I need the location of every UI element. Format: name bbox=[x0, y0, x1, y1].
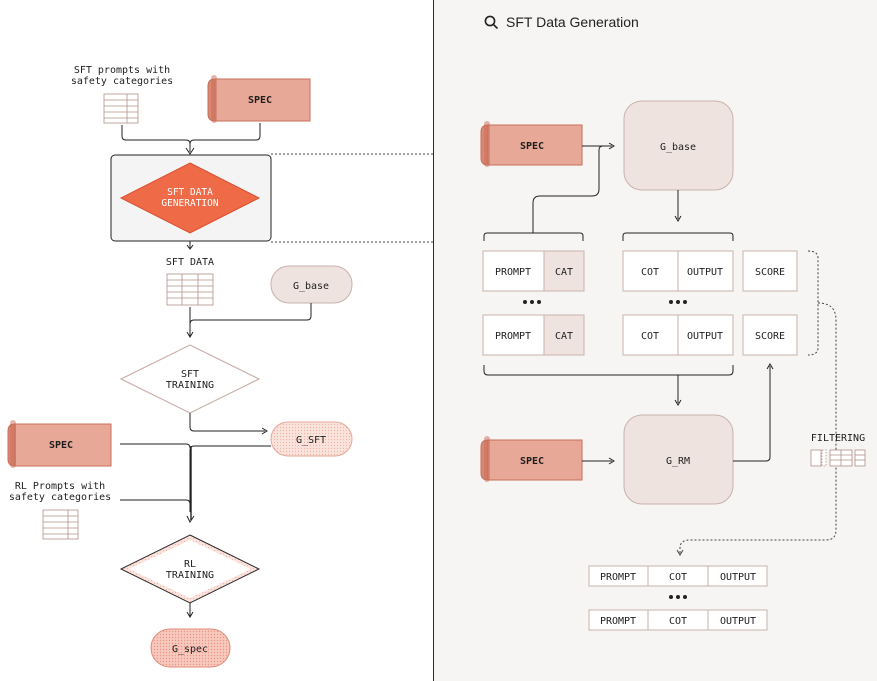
cot-cell-1: COT bbox=[641, 267, 659, 278]
cat-cell-1: CAT bbox=[555, 267, 573, 278]
final-cot-2: COT bbox=[669, 616, 687, 627]
g-rm-node bbox=[623, 414, 734, 505]
rl-training-diamond-inner bbox=[129, 540, 251, 598]
arrowhead-to-gen bbox=[185, 147, 195, 155]
final-prompt-2: PROMPT bbox=[600, 616, 636, 627]
g-sft-node bbox=[270, 421, 353, 457]
ellipsis-left bbox=[523, 300, 541, 304]
output-cell-1: OUTPUT bbox=[687, 267, 723, 278]
final-row-1 bbox=[588, 565, 768, 587]
score-cell-1: SCORE bbox=[755, 267, 785, 278]
sft-training-label-line2: TRAINING bbox=[166, 380, 214, 391]
bracket-prompt-cat-top bbox=[483, 232, 584, 241]
g-rm-label: G_RM bbox=[666, 456, 690, 467]
sft-prompts-label: SFT prompts with bbox=[74, 65, 170, 76]
arrowhead-to-sft-training bbox=[186, 331, 194, 338]
connector-gsft-to-rl bbox=[189, 445, 271, 512]
score-dotted-bracket bbox=[807, 250, 819, 356]
score-cell-2: SCORE bbox=[755, 331, 785, 342]
spec-label-top-right: SPEC bbox=[520, 141, 544, 152]
arrowhead-to-gsft bbox=[261, 427, 268, 435]
search-icon bbox=[484, 15, 498, 29]
filtering-label: FILTERING bbox=[811, 433, 865, 444]
output-cell-2: OUTPUT bbox=[687, 331, 723, 342]
arrowhead-to-grm bbox=[674, 399, 682, 406]
arrowhead-spec-to-grm bbox=[608, 457, 615, 465]
spec-scroll-mid-left bbox=[7, 420, 112, 468]
prompt-cat-row-1 bbox=[482, 250, 585, 292]
arrowhead-to-data bbox=[186, 244, 194, 250]
sft-data-table-icon bbox=[166, 273, 214, 306]
connector-gbase-to-training bbox=[189, 303, 312, 325]
g-base-right-label: G_base bbox=[660, 142, 696, 153]
connector-spec-to-gen bbox=[189, 123, 261, 145]
panel-divider bbox=[433, 0, 434, 681]
rl-training-label: RL bbox=[184, 559, 196, 570]
cat-cell-2: CAT bbox=[555, 331, 573, 342]
prompt-cat-row-2 bbox=[482, 314, 585, 356]
panel-header: SFT Data Generation bbox=[484, 14, 639, 30]
connector-prompts-to-gbase-right bbox=[532, 145, 610, 233]
cot-cell-2: COT bbox=[641, 331, 659, 342]
arrowhead-to-gspec bbox=[186, 611, 194, 618]
cot-output-row-2 bbox=[622, 314, 734, 356]
sft-prompts-label-line2: safety categories bbox=[71, 76, 173, 87]
score-cell-1-box bbox=[742, 250, 798, 292]
g-spec-node bbox=[150, 628, 231, 668]
rl-prompts-table-icon bbox=[42, 509, 79, 540]
spec-label-mid-left: SPEC bbox=[49, 440, 73, 451]
ellipsis-final bbox=[669, 595, 687, 599]
spec-scroll-bottom-right bbox=[480, 436, 583, 482]
score-cell-2-box bbox=[742, 314, 798, 356]
arrowhead-to-gbase-right bbox=[608, 142, 615, 150]
cot-output-row-1 bbox=[622, 250, 734, 292]
connector-rlprompts-to-rl bbox=[120, 499, 191, 505]
sft-gen-diamond bbox=[119, 162, 261, 234]
sft-prompts-table-icon bbox=[103, 93, 139, 124]
final-prompt-1: PROMPT bbox=[600, 572, 636, 583]
connector-prompts-to-gen bbox=[121, 125, 191, 152]
sft-gen-label-line2: GENERATION bbox=[161, 198, 218, 209]
final-cot-1: COT bbox=[669, 572, 687, 583]
spec-scroll-top-right bbox=[480, 121, 583, 167]
g-base-left-label: G_base bbox=[293, 281, 329, 292]
spec-label-top-left: SPEC bbox=[248, 95, 272, 106]
final-output-2: OUTPUT bbox=[720, 616, 756, 627]
g-sft-label: G_SFT bbox=[296, 435, 326, 446]
bracket-bottom bbox=[483, 365, 734, 376]
prompt-cell-2: PROMPT bbox=[495, 331, 531, 342]
filtering-icon bbox=[810, 449, 866, 467]
connector-spec-to-rl bbox=[120, 443, 191, 449]
rl-prompts-label-line2: safety categories bbox=[9, 492, 111, 503]
prompt-cell-1: PROMPT bbox=[495, 267, 531, 278]
arrowhead-to-cot bbox=[674, 215, 682, 222]
g-spec-label: G_spec bbox=[172, 644, 208, 655]
spec-scroll-top-left bbox=[207, 75, 311, 123]
sft-data-label: SFT DATA bbox=[166, 257, 214, 268]
spec-label-bottom-right: SPEC bbox=[520, 456, 544, 467]
bracket-cot-output-top bbox=[622, 232, 734, 241]
arrowhead-to-score bbox=[766, 363, 774, 370]
panel-title: SFT Data Generation bbox=[506, 14, 639, 30]
ellipsis-mid bbox=[669, 300, 687, 304]
rl-prompts-label: RL Prompts with bbox=[15, 481, 105, 492]
arrowhead-to-rl-training bbox=[186, 515, 195, 523]
connector-grm-to-score bbox=[733, 366, 771, 462]
sft-gen-label: SFT DATA bbox=[167, 187, 213, 198]
rl-training-label-line2: TRAINING bbox=[166, 570, 214, 581]
arrowhead-to-final bbox=[676, 549, 684, 556]
sft-training-label: SFT bbox=[181, 369, 199, 380]
final-row-2 bbox=[588, 609, 768, 631]
connector-training-to-gsft bbox=[189, 413, 265, 432]
final-output-1: OUTPUT bbox=[720, 572, 756, 583]
